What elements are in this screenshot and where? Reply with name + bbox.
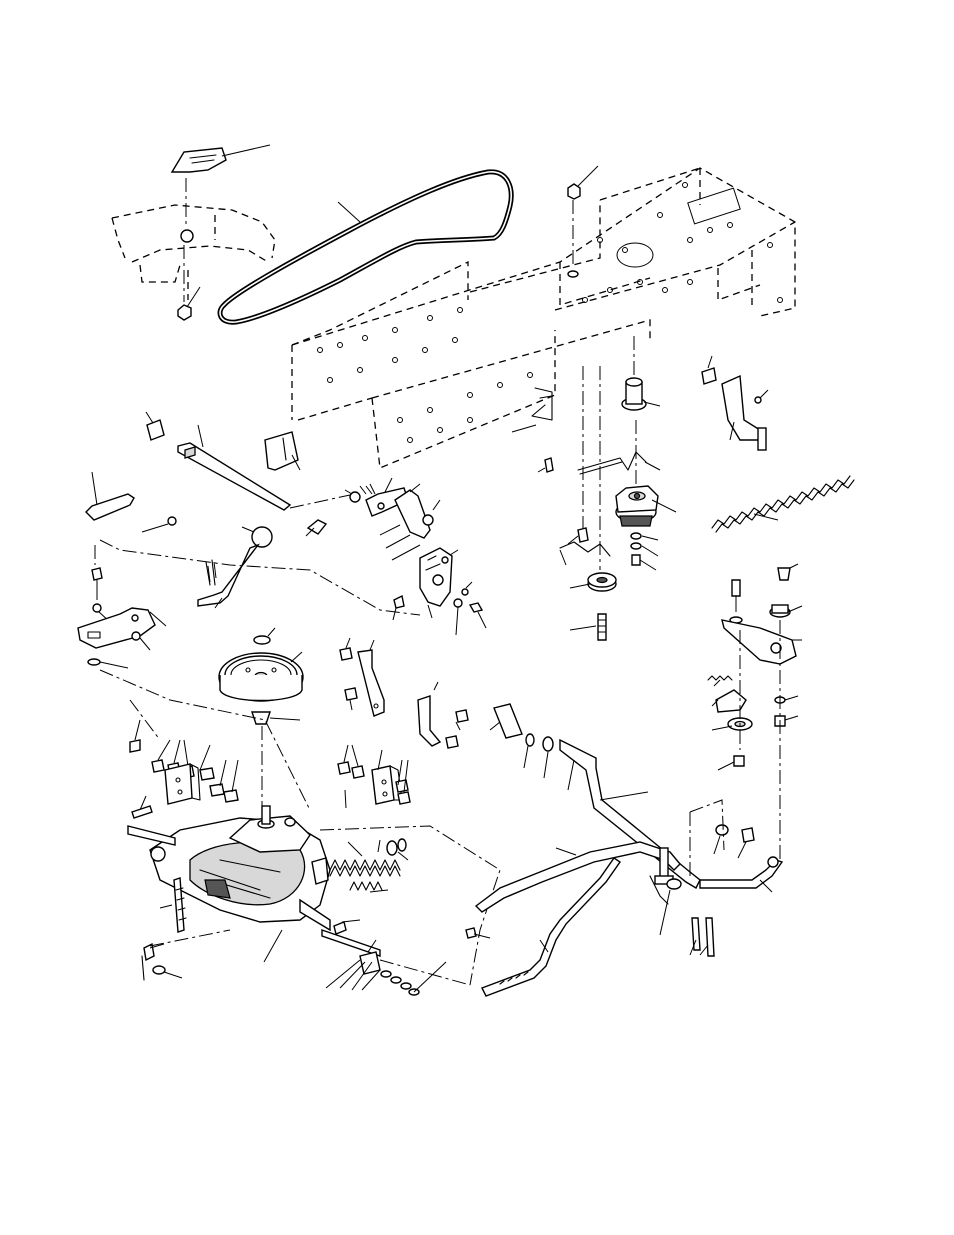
nut-fender (178, 245, 200, 320)
frame-rails (292, 168, 795, 468)
center-mount-bracket (338, 638, 410, 808)
frame-top-nut (568, 166, 598, 277)
transaxle (128, 806, 380, 962)
spacer-pulley (622, 378, 660, 410)
center-column-chains (583, 336, 634, 570)
grade-plate (172, 145, 270, 242)
brake-rod-assembly (476, 842, 681, 935)
idler-arm (708, 564, 802, 860)
rear-axle-spacers (326, 940, 470, 995)
clutch-rod-springs (330, 839, 408, 892)
idler-bracket-plate (265, 432, 300, 470)
clutch-brake-spring (712, 476, 854, 532)
left-mount-bracket (130, 720, 238, 804)
idler-arm-assembly (345, 478, 440, 560)
shift-rod-link (86, 472, 176, 532)
electric-clutch (616, 420, 676, 570)
right-mount-bracket (418, 682, 468, 748)
transmission-pulley (219, 628, 303, 818)
knob-lever (198, 520, 326, 608)
idler-pulley (560, 528, 616, 640)
left-bracket (78, 568, 166, 668)
clutch-stop-bracket (393, 548, 486, 635)
extra-leaders (208, 486, 372, 582)
right-brake-link (690, 800, 782, 956)
clutch-brake-bracket (702, 356, 768, 450)
frame-holes (318, 183, 783, 443)
shift-lever-rod (146, 412, 350, 510)
shift-linkage-chain (95, 540, 420, 615)
